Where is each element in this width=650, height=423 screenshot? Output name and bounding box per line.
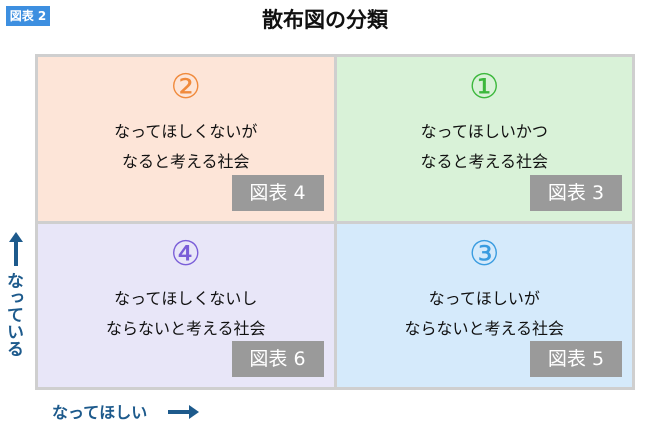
- quadrant-3: ③ なってほしいがならないと考える社会 図表 5: [336, 223, 633, 387]
- text-line: なってほしくないし: [114, 288, 258, 308]
- text-line: ならないと考える社会: [404, 318, 565, 338]
- arrow-up-icon: [9, 232, 23, 266]
- y-axis-label: なっている: [3, 272, 23, 357]
- figure-badge: 図表 3: [530, 174, 622, 211]
- quadrant-4: ④ なってほしくないしならないと考える社会 図表 6: [38, 223, 334, 387]
- quadrant-text: なってほしいがならないと考える社会: [337, 284, 633, 344]
- quadrant-2: ② なってほしくないがなると考える社会 図表 4: [38, 57, 334, 221]
- quadrant-number: ③: [469, 233, 500, 274]
- text-line: なると考える社会: [121, 152, 250, 171]
- arrow-right-icon: [168, 405, 199, 419]
- figure-badge: 図表 4: [231, 174, 324, 211]
- text-line: なってほしいかつ: [420, 122, 548, 141]
- text-line: ならないと考える社会: [105, 318, 266, 338]
- figure-tag: 図表 2: [6, 6, 50, 26]
- text-line: なってほしくないが: [114, 122, 258, 141]
- page-title: 散布図の分類: [262, 8, 388, 32]
- figure-badge: 図表 5: [530, 341, 622, 377]
- quadrant-text: なってほしくないしならないと考える社会: [38, 284, 334, 344]
- x-axis-label: なってほしい: [52, 403, 148, 422]
- text-line: なってほしいが: [428, 288, 540, 308]
- text-line: なると考える社会: [420, 152, 549, 171]
- figure-badge: 図表 6: [231, 341, 324, 377]
- quadrant-number: ①: [469, 67, 500, 107]
- quadrant-number: ④: [170, 233, 201, 274]
- quadrant-text: なってほしいかつなると考える社会: [337, 117, 633, 177]
- quadrant-grid: ② なってほしくないがなると考える社会 図表 4 ① なってほしいかつなると考え…: [35, 54, 635, 390]
- quadrant-1: ① なってほしいかつなると考える社会 図表 3: [336, 57, 633, 221]
- quadrant-number: ②: [170, 67, 201, 107]
- quadrant-text: なってほしくないがなると考える社会: [38, 117, 334, 177]
